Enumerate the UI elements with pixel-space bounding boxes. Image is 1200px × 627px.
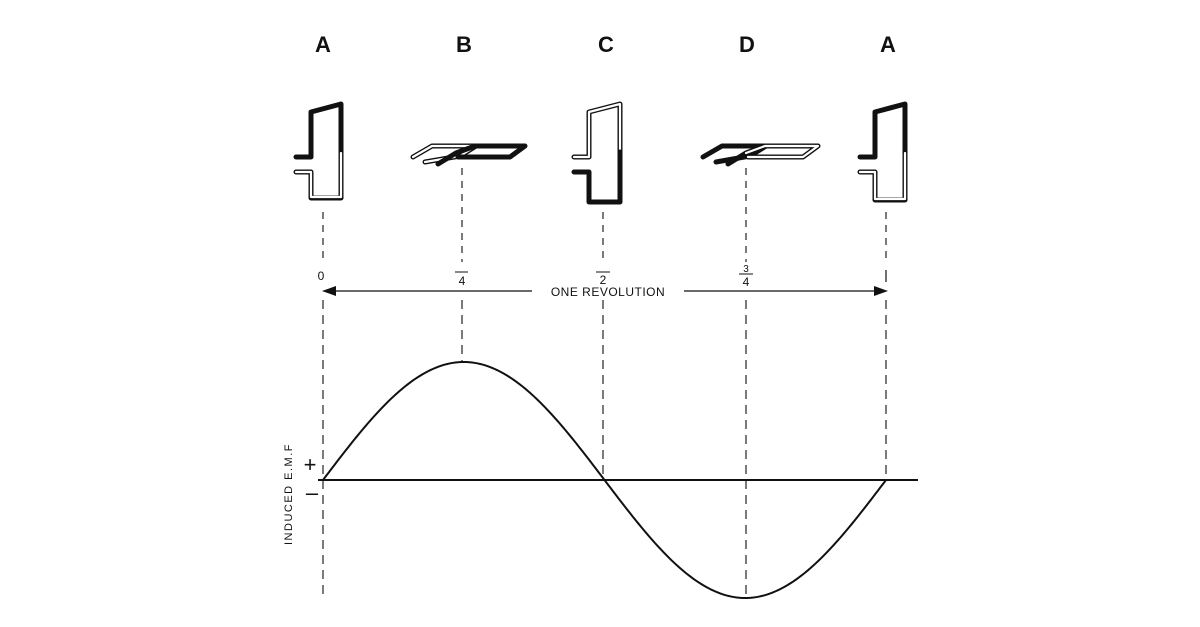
tick-quarter: 4: [455, 271, 468, 288]
revolution-label: ONE REVOLUTION: [551, 285, 665, 299]
tick-three-quarter: 3 4: [739, 264, 753, 289]
tick-half-den: 2: [600, 273, 607, 287]
tick-half: 2: [596, 271, 610, 287]
revolution-arrow: ONE REVOLUTION: [322, 285, 888, 299]
coil-d: [700, 143, 821, 167]
arrowhead-left: [322, 286, 336, 296]
coil-b: [410, 143, 528, 167]
position-label-c: C: [598, 32, 614, 57]
tick-label-zero: 0: [318, 269, 325, 283]
position-label-d: D: [739, 32, 755, 57]
drop-lines-upper: [322, 168, 887, 262]
tick-three-quarter-num: 3: [743, 264, 749, 275]
coil-c: [571, 101, 623, 205]
coil-a-end: [857, 101, 908, 203]
minus-sign: –: [306, 480, 319, 505]
emf-sine-wave: [322, 360, 887, 600]
y-axis-label: INDUCED E.M.F: [283, 443, 295, 545]
tick-three-quarter-den: 4: [743, 275, 750, 289]
position-label-a: A: [315, 32, 331, 57]
arrowhead-right: [874, 286, 888, 296]
tick-quarter-den: 4: [459, 274, 466, 288]
position-label-b: B: [456, 32, 472, 57]
drop-lines-lower: [322, 300, 887, 598]
coil-a: [293, 101, 344, 201]
position-label-a-end: A: [880, 32, 896, 57]
plus-sign: +: [304, 452, 317, 477]
